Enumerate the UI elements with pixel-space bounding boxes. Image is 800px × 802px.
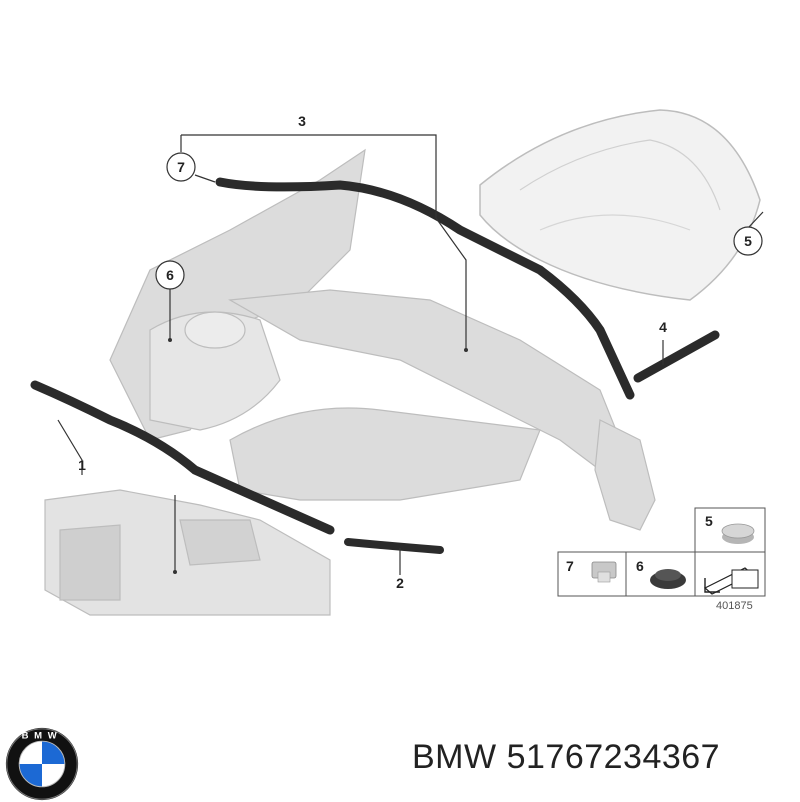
legend-item-6-label: 6	[636, 558, 644, 574]
callout-3-label: 3	[298, 113, 306, 129]
callout-7: 7	[166, 152, 196, 182]
seal-part-1	[30, 380, 335, 535]
callout-6-label: 6	[166, 267, 174, 283]
callout-2-label: 2	[396, 575, 404, 591]
body-structure	[44, 148, 656, 616]
legend-item-7-label: 7	[566, 558, 574, 574]
clip-7-icon	[591, 561, 617, 583]
callout-7-label: 7	[177, 159, 185, 175]
arrow-icon	[703, 567, 759, 595]
legend-box: 5 7 6	[557, 507, 766, 597]
reference-code: 401875	[716, 600, 753, 612]
callout-4-label: 4	[659, 319, 667, 335]
leader-lines	[57, 134, 764, 575]
legend-item-5-label: 5	[705, 513, 713, 529]
callout-5: 5	[733, 226, 763, 256]
seal-part-2	[344, 538, 444, 554]
part-number: 51767234367	[506, 738, 721, 776]
hood-part	[479, 109, 761, 301]
grommet-6-icon	[650, 569, 686, 589]
callout-5-label: 5	[744, 233, 752, 249]
seal-part-4	[633, 330, 720, 383]
seal-part-3	[215, 177, 635, 400]
bmw-logo: BMW	[5, 727, 79, 801]
svg-text:BMW: BMW	[22, 730, 63, 741]
brand-name: BMW	[412, 738, 497, 776]
callout-1-label: 1	[78, 457, 86, 473]
callout-6: 6	[155, 260, 185, 290]
clip-5-icon	[721, 523, 755, 544]
